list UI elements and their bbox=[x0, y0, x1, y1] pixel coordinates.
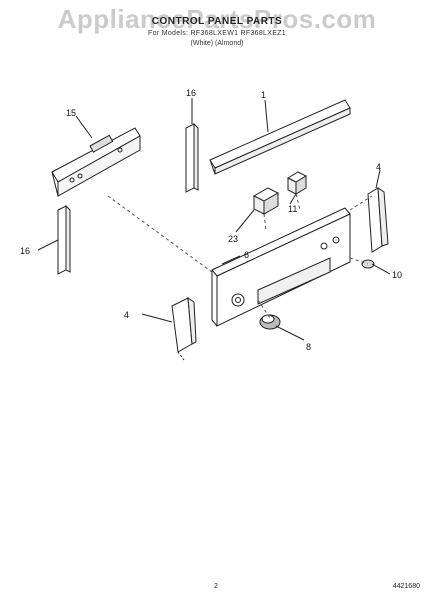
callout-16-lower: 16 bbox=[20, 246, 30, 256]
callout-15: 15 bbox=[66, 108, 76, 118]
callout-4-left: 4 bbox=[124, 310, 129, 320]
callout-1: 1 bbox=[261, 90, 266, 100]
callout-6: 6 bbox=[244, 250, 249, 260]
callout-16-upper: 16 bbox=[186, 88, 196, 98]
page-number: 2 bbox=[214, 583, 218, 590]
part-23-switch bbox=[252, 187, 280, 215]
diagram-title: CONTROL PANEL PARTS bbox=[151, 16, 283, 27]
callout-4-right: 4 bbox=[376, 162, 381, 172]
part-1-trim-strip bbox=[209, 99, 351, 175]
part-16-bracket-lower bbox=[57, 204, 71, 275]
part-6-control-panel bbox=[211, 207, 351, 327]
part-16-bracket-upper bbox=[185, 122, 199, 193]
document-code: 4421680 bbox=[392, 583, 420, 590]
alignment-lines bbox=[107, 193, 373, 319]
model-numbers: For Models: RF368LXEW1 RF368LXEZ1 bbox=[148, 30, 286, 37]
callout-23: 23 bbox=[228, 234, 238, 244]
color-variants: (White) (Almond) bbox=[190, 40, 244, 47]
callout-8: 8 bbox=[306, 342, 311, 352]
callout-10: 10 bbox=[392, 270, 402, 280]
part-11-block bbox=[286, 171, 308, 195]
callout-11: 11 bbox=[288, 204, 297, 214]
part-8-knob bbox=[259, 314, 281, 330]
part-15-control-board bbox=[51, 127, 141, 197]
leader-lines bbox=[37, 98, 391, 341]
part-4-endcap-left bbox=[171, 297, 197, 361]
part-4-endcap-right bbox=[367, 187, 389, 253]
watermark: AppliancePartsPros.com bbox=[57, 4, 377, 34]
